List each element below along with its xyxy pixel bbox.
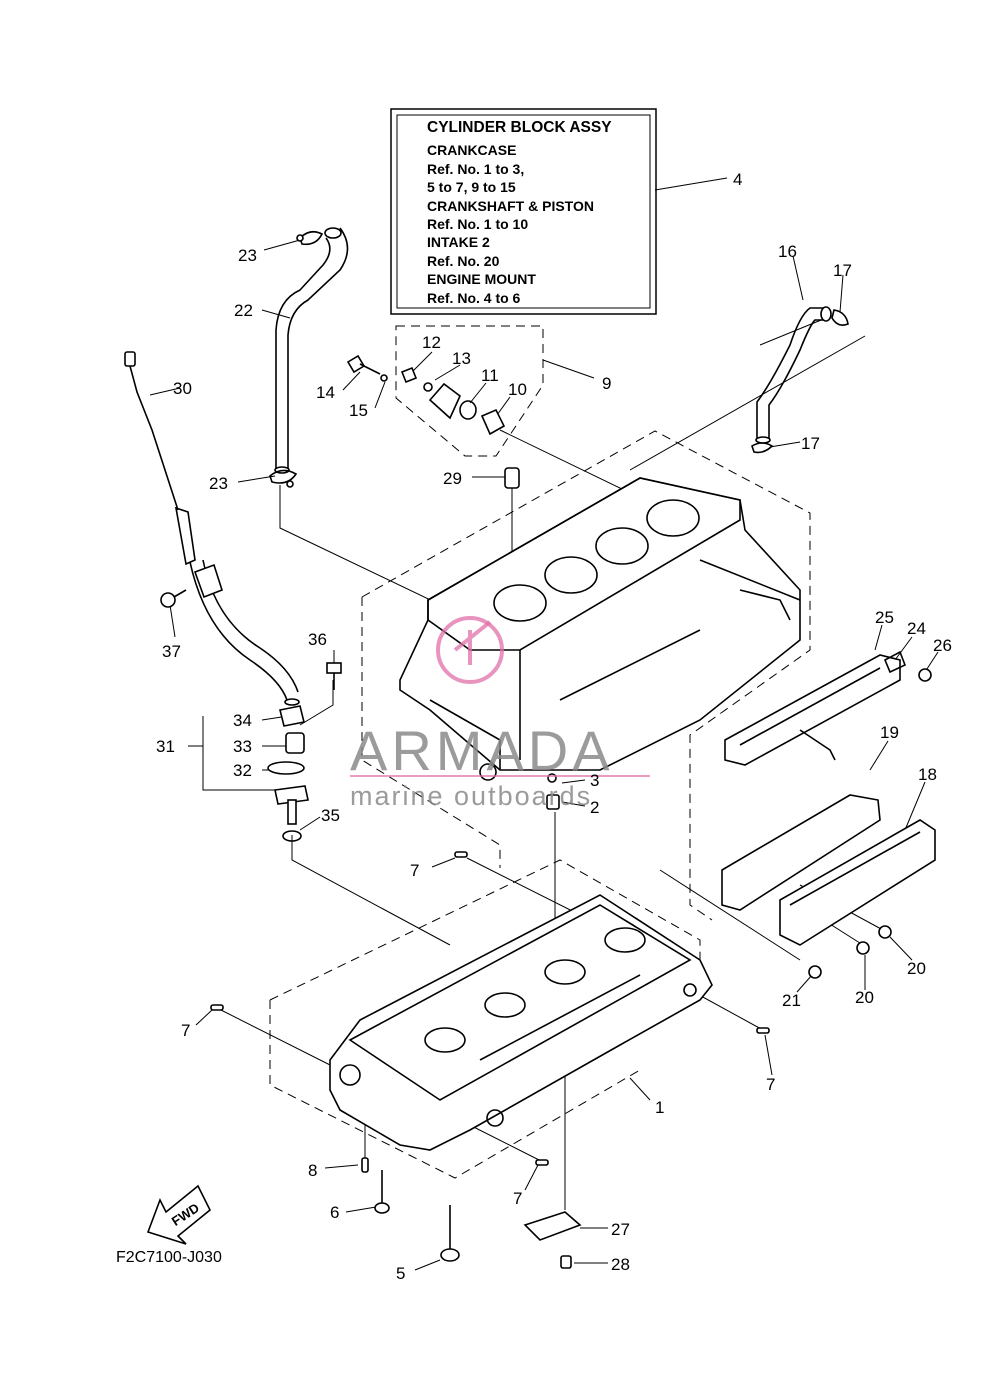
gasket-19 [721, 794, 881, 911]
callout-17b: 17 [801, 434, 820, 453]
hose-16 [755, 306, 832, 444]
info-box-line: Ref. No. 1 to 10 [427, 216, 528, 232]
callout-16: 16 [778, 242, 797, 261]
info-box-line: INTAKE 2 [427, 234, 490, 250]
watermark: ARMADA marine outboards [350, 616, 650, 811]
bolt-26 [918, 668, 932, 682]
callout-20b: 20 [855, 988, 874, 1007]
info-box-line: ENGINE MOUNT [427, 271, 536, 287]
gasket-24 [883, 650, 907, 674]
callout-7d: 7 [513, 1189, 522, 1208]
info-box: CYLINDER BLOCK ASSY CRANKCASE Ref. No. 1… [390, 108, 657, 315]
callout-27: 27 [611, 1220, 630, 1239]
callout-26: 26 [933, 636, 952, 655]
bolt-28 [560, 1255, 572, 1269]
bolt-37 [160, 589, 187, 608]
info-box-line: CRANKSHAFT & PISTON [427, 198, 594, 214]
callout-28: 28 [611, 1255, 630, 1274]
callout-24: 24 [907, 619, 926, 638]
callout-18: 18 [918, 765, 937, 784]
callout-7c: 7 [766, 1075, 775, 1094]
callout-37: 37 [162, 642, 181, 661]
callout-2: 2 [590, 798, 599, 817]
callout-33: 33 [233, 737, 252, 756]
callout-29: 29 [443, 469, 462, 488]
watermark-tagline: marine outboards [350, 781, 592, 811]
dipstick-30 [124, 351, 196, 566]
dowel-29 [504, 467, 520, 489]
dipstick-guide-31 [189, 559, 300, 706]
crankcase-bolts-12-15 [346, 354, 461, 420]
info-box-line: 5 to 7, 9 to 15 [427, 179, 516, 195]
info-box-line: CRANKCASE [427, 142, 516, 158]
callout-11: 11 [481, 366, 499, 385]
callout-8: 8 [308, 1161, 317, 1180]
callout-34: 34 [233, 711, 252, 730]
bolts-20-21 [808, 925, 892, 979]
o-ring-35 [282, 830, 302, 842]
callout-5: 5 [396, 1264, 405, 1283]
bolt-36 [326, 662, 342, 690]
info-box-line: Ref. No. 4 to 6 [427, 290, 521, 306]
callout-36: 36 [308, 630, 327, 649]
fwd-arrow-icon: FWD [146, 1184, 212, 1245]
crankcase [329, 894, 713, 1151]
plate-27 [523, 1211, 582, 1241]
dowel-pins-7 [210, 851, 770, 1166]
callout-1: 1 [655, 1098, 664, 1117]
callout-22: 22 [234, 301, 253, 320]
info-box-line: Ref. No. 1 to 3, [427, 161, 524, 177]
callout-3: 3 [590, 771, 599, 790]
callout-9: 9 [602, 374, 611, 393]
callout-7b: 7 [181, 1021, 190, 1040]
drawing-code: F2C7100-J030 [116, 1249, 222, 1266]
intake-manifold-25 [724, 654, 901, 766]
callout-25: 25 [875, 608, 894, 627]
callout-numbers: 4 16 17 23 22 12 13 14 15 11 10 9 30 17 … [156, 170, 952, 1283]
dowels-2-3 [546, 773, 560, 810]
info-box-line: Ref. No. 20 [427, 253, 500, 269]
callout-23b: 23 [209, 474, 228, 493]
info-box-title: CYLINDER BLOCK ASSY [427, 119, 612, 136]
callout-32: 32 [233, 761, 252, 780]
callout-21: 21 [782, 991, 801, 1010]
callout-17: 17 [833, 261, 852, 280]
callout-13: 13 [452, 349, 471, 368]
callout-31: 31 [156, 737, 175, 756]
hose-clip-23-lower [269, 469, 298, 488]
cover-18 [779, 819, 936, 946]
callout-20a: 20 [907, 959, 926, 978]
hose-clip-23-upper [296, 230, 324, 246]
callout-7a: 7 [410, 861, 419, 880]
callout-4: 4 [733, 170, 742, 189]
watermark-brand: ARMADA [350, 719, 614, 782]
dipstick-parts-32-34 [267, 705, 309, 825]
hose-clip-17 [751, 309, 849, 454]
callout-12: 12 [422, 333, 441, 352]
callout-23: 23 [238, 246, 257, 265]
cylinder-block [399, 477, 801, 781]
callout-15: 15 [349, 401, 368, 420]
dowel-pin-8 [361, 1157, 369, 1173]
bolt-5 [440, 1205, 460, 1262]
callout-6: 6 [330, 1203, 339, 1222]
callout-30: 30 [173, 379, 192, 398]
bolt-6 [374, 1170, 390, 1214]
callout-14: 14 [316, 383, 335, 402]
callout-10: 10 [508, 380, 527, 399]
callout-19: 19 [880, 723, 899, 742]
seal-bushing-10-11 [459, 400, 506, 436]
hose-22 [274, 227, 349, 474]
callout-35: 35 [321, 806, 340, 825]
